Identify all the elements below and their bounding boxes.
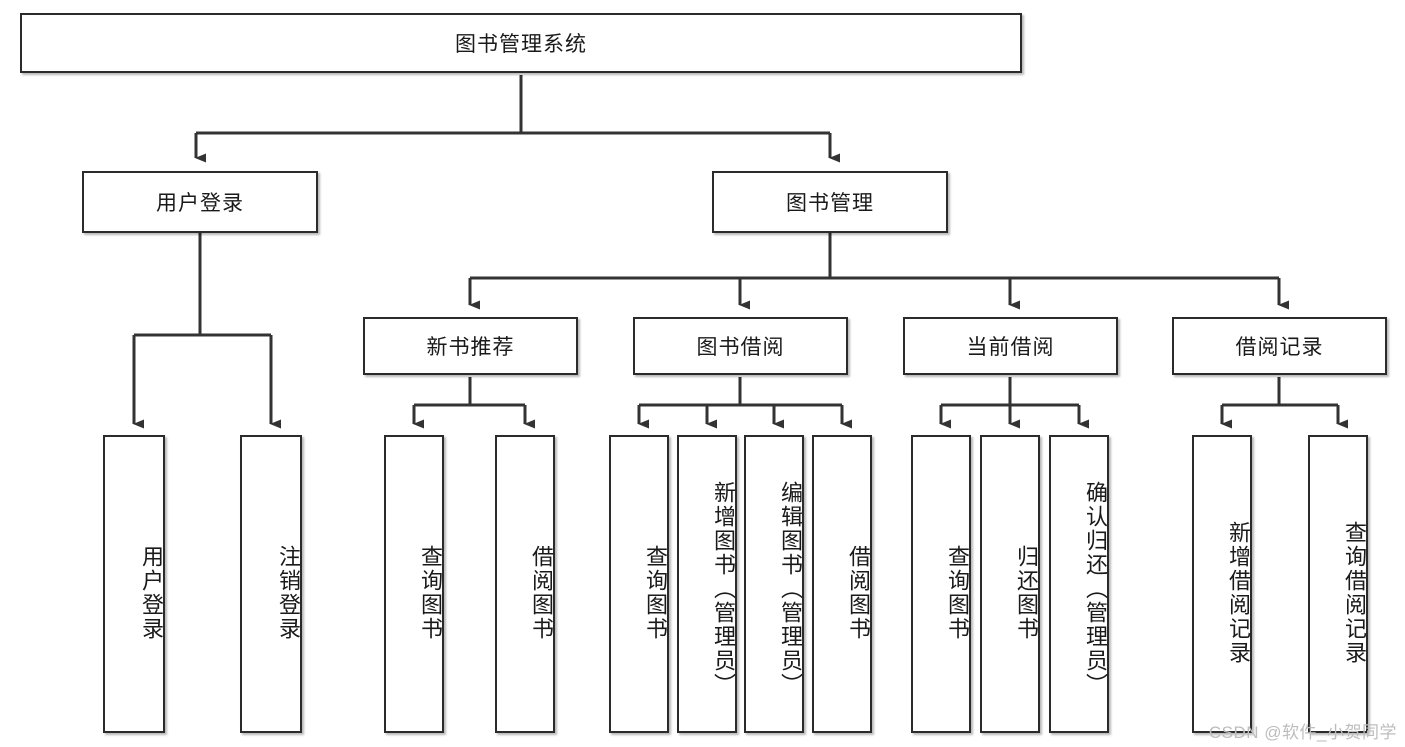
node-leaf-query-book-2[interactable]: 查询图书	[609, 435, 669, 733]
node-leaf-borrow-book-1[interactable]: 借阅图书	[495, 435, 555, 733]
node-leaf-confirm-return[interactable]: 确认归还（管理员）	[1049, 435, 1109, 733]
node-leaf-query-record[interactable]: 查询借阅记录	[1308, 435, 1368, 733]
node-book-borrow-label: 图书借阅	[696, 336, 785, 359]
node-new-book-rec-label: 新书推荐	[426, 336, 515, 359]
node-leaf-user-logout[interactable]: 注销登录	[240, 435, 302, 733]
node-leaf-borrow-book-2[interactable]: 借阅图书	[812, 435, 872, 733]
node-current-borrow[interactable]: 当前借阅	[903, 317, 1118, 375]
node-leaf-user-logout-label: 注销登录	[276, 545, 301, 641]
node-leaf-return-book-label: 归还图书	[1014, 545, 1039, 641]
node-current-borrow-label: 当前借阅	[966, 336, 1055, 359]
node-leaf-query-book-2-label: 查询图书	[643, 545, 668, 641]
node-leaf-return-book[interactable]: 归还图书	[980, 435, 1040, 733]
node-leaf-query-book-1-label: 查询图书	[418, 545, 443, 641]
node-user-login-label: 用户登录	[156, 192, 244, 215]
node-book-manage-label: 图书管理	[786, 192, 874, 215]
node-leaf-borrow-book-2-label: 借阅图书	[846, 545, 871, 641]
node-leaf-confirm-return-label: 确认归还（管理员）	[1083, 481, 1108, 697]
node-user-login[interactable]: 用户登录	[82, 171, 318, 233]
node-new-book-rec[interactable]: 新书推荐	[363, 317, 578, 375]
node-leaf-user-login-label: 用户登录	[139, 545, 164, 641]
node-borrow-record[interactable]: 借阅记录	[1172, 317, 1387, 375]
node-book-borrow[interactable]: 图书借阅	[633, 317, 848, 375]
node-book-manage[interactable]: 图书管理	[712, 171, 948, 233]
node-leaf-query-book-1[interactable]: 查询图书	[384, 435, 444, 733]
node-leaf-user-login[interactable]: 用户登录	[103, 435, 165, 733]
node-leaf-edit-book-label: 编辑图书（管理员）	[778, 481, 803, 697]
node-leaf-add-book[interactable]: 新增图书（管理员）	[677, 435, 737, 733]
node-leaf-add-record-label: 新增借阅记录	[1226, 521, 1251, 665]
node-borrow-record-label: 借阅记录	[1235, 336, 1324, 359]
node-leaf-borrow-book-1-label: 借阅图书	[529, 545, 554, 641]
node-leaf-add-book-label: 新增图书（管理员）	[711, 481, 736, 697]
node-leaf-query-book-3-label: 查询图书	[945, 545, 970, 641]
csdn-watermark: CSDN @软件_小贺同学	[1208, 723, 1397, 742]
node-leaf-add-record[interactable]: 新增借阅记录	[1192, 435, 1252, 733]
node-root-label: 图书管理系统	[455, 33, 587, 56]
node-root[interactable]: 图书管理系统	[20, 13, 1022, 73]
node-leaf-query-book-3[interactable]: 查询图书	[911, 435, 971, 733]
node-leaf-edit-book[interactable]: 编辑图书（管理员）	[744, 435, 804, 733]
node-leaf-query-record-label: 查询借阅记录	[1342, 521, 1367, 665]
